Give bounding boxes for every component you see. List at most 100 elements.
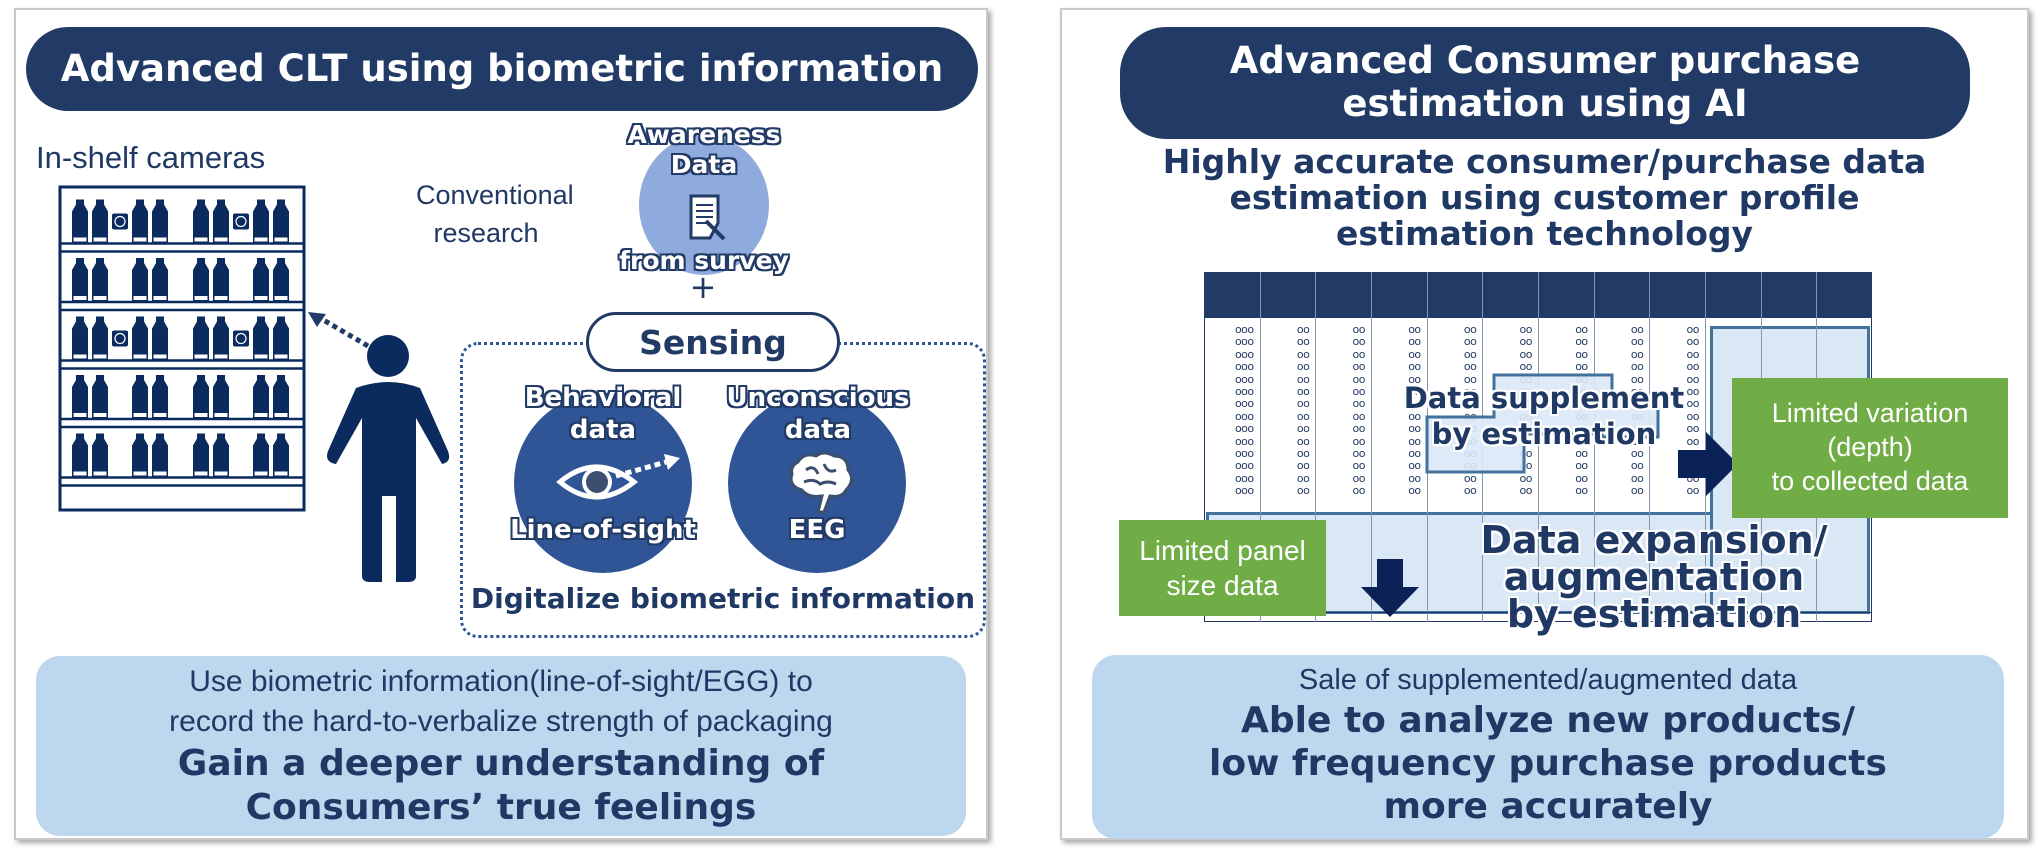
grid-column-line [1371,272,1372,622]
brain-icon [789,451,853,514]
bottle-icon [253,433,269,477]
bottle-icon [213,375,229,418]
bottle-icon [213,258,229,301]
supplement-label: Data supplement by estimation [1384,380,1704,452]
bottle-icon [152,433,168,477]
line-of-sight-label: Line-of-sight [510,515,696,545]
bottle-icon [193,375,209,418]
panel-line1: Limited panel [1139,535,1306,566]
grid-column-line [1538,272,1539,622]
bottle-icon [72,375,88,418]
bottle-icon [193,316,209,360]
bottle-icon [132,199,148,243]
bottle-icon [92,433,108,477]
right-title-line2: estimation using AI [1342,82,1748,125]
bottle-icon [72,199,88,243]
bottle-icon [72,316,88,360]
variation-line2: (depth) [1827,432,1913,463]
right-subtitle: Highly accurate consumer/purchase data e… [1062,144,2027,252]
left-summary-bold1: Gain a deeper understanding of [177,743,825,784]
grid-column-line [1259,272,1261,622]
sensing-pill: Sensing [586,312,840,372]
bottle-icon [72,258,88,301]
awareness-label: Awareness Data [586,120,822,180]
left-summary-bold2: Consumers’ true feelings [245,787,757,828]
plus-sign: + [689,268,717,306]
grid-cell-column: oo oo oo oo oo oo oo oo oo oo oo oo oo o… [1352,323,1366,498]
bottle-icon [152,199,168,243]
bottle-icon [253,258,269,301]
behavioral-label: Behavioral data [486,382,720,446]
left-summary-line2: record the hard-to-verbalize strength of… [169,705,833,738]
behavioral-line1: Behavioral [524,383,682,413]
limited-panel-box: Limited panel size data [1119,520,1326,616]
conventional-line2: research [433,218,539,248]
eeg-label: EEG [788,515,846,545]
bottle-icon [92,375,108,418]
bottle-icon [152,258,168,301]
bottle-icon [92,258,108,301]
right-summary-box: Sale of supplemented/augmented data Able… [1092,655,2004,839]
bottle-icon [132,433,148,477]
from-survey-label: from survey [619,246,789,275]
arrow-right-icon [1678,432,1738,496]
unconscious-label: Unconscious data [698,382,938,446]
grid-column-line [1315,272,1317,622]
right-summary-line1: Sale of supplemented/augmented data [1298,664,1798,696]
left-summary-box: Use biometric information(line-of-sight/… [36,656,966,836]
arrow-down-icon [1361,559,1419,617]
camera-lens [235,332,247,345]
grid-column-line [1649,272,1651,622]
panel-line2: size data [1166,570,1279,601]
bottle-icon [213,316,229,360]
variation-line1: Limited variation [1771,398,1969,429]
sensing-label: Sensing [639,322,787,362]
unconscious-line2: data [784,415,852,445]
awareness-line1: Awareness [627,120,781,149]
conventional-line1: Conventional [416,180,574,210]
bottle-icon [213,199,229,243]
left-panel: Advanced CLT using biometric information… [14,8,988,840]
bottle-icon [253,199,269,243]
grid-bottom-line [1204,612,1872,613]
bottle-icon [273,316,289,360]
camera-lens [235,215,247,228]
right-summary-bold1: Able to analyze new products/ [1241,700,1855,741]
bottle-icon [132,375,148,418]
digitalize-label: Digitalize biometric information [470,582,976,615]
person-icon [327,335,450,582]
expansion-label: Data expansion/ augmentation by estimati… [1434,521,1874,633]
bottle-icon [253,375,269,418]
right-title: Advanced Consumer purchase estimation us… [1120,27,1970,139]
grid-column-line [1593,272,1595,622]
bottle-icon [253,316,269,360]
left-summary-line1: Use biometric information(line-of-sight/… [189,665,813,698]
bottle-icon [92,199,108,243]
bottle-icon [132,258,148,301]
conventional-research-label: Conventional research [416,176,574,252]
survey-document-icon [689,194,726,241]
camera-lens [114,215,126,228]
left-title-text: Advanced CLT using biometric information [60,46,944,90]
right-panel: Advanced Consumer purchase estimation us… [1060,8,2029,840]
grid-column-line [1705,272,1706,622]
right-subtitle-line2: estimation using customer profile [1229,178,1860,217]
camera-icon [233,213,249,230]
bottle-icon [193,433,209,477]
left-title: Advanced CLT using biometric information [26,27,978,111]
gaze-arrow-icon [308,312,370,349]
right-title-line1: Advanced Consumer purchase [1229,39,1861,83]
unconscious-line1: Unconscious [726,383,910,413]
bottle-icon [152,375,168,418]
right-summary-bold3: more accurately [1383,786,1713,827]
camera-icon [112,213,128,230]
supplement-region [1425,373,1660,474]
supplement-line2: by estimation [1431,417,1657,451]
data-grid: ooo ooo ooo ooo ooo ooo ooo ooo ooo ooo … [1204,272,1872,633]
bottle-icon [193,258,209,301]
store-shelf-icon [58,185,306,512]
camera-icon [112,330,128,347]
shelf-label: In-shelf cameras [36,140,266,175]
camera-lens [114,332,126,345]
bottle-icon [213,433,229,477]
